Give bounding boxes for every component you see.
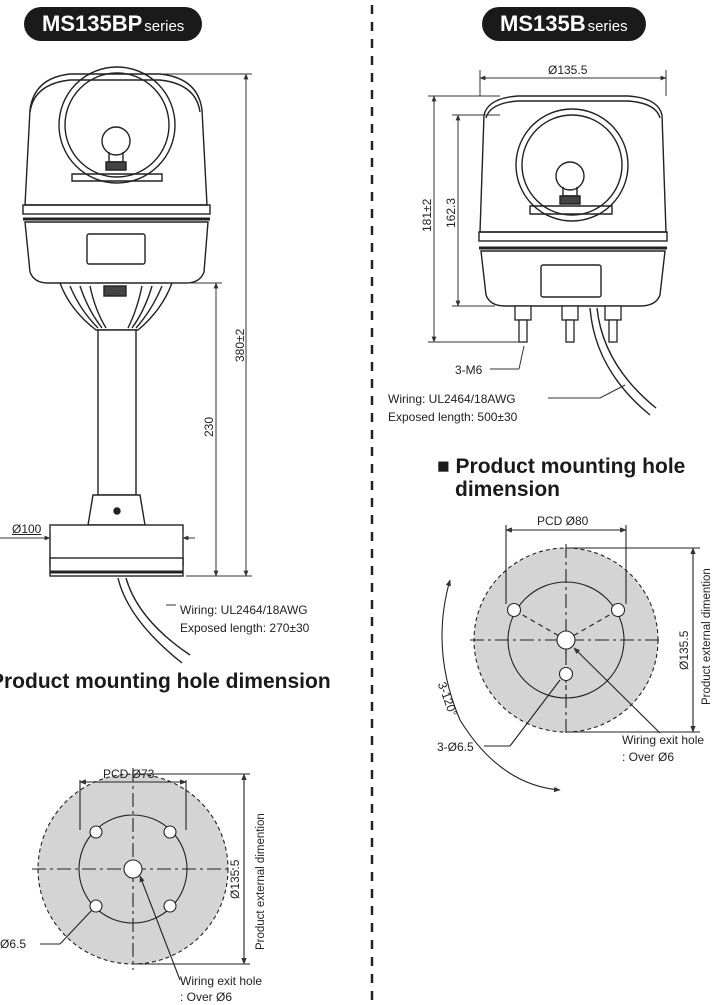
ms135b-mount-heading-1: ■ Product mounting hole xyxy=(437,455,686,478)
ms135bp-dimension-lines xyxy=(0,73,252,606)
ms135b-mount-heading-2: dimension xyxy=(455,478,561,501)
ms135b-width-dimension: Ø135.5 xyxy=(548,63,588,77)
ms135bp-height-dimension: 380±2 xyxy=(233,328,247,362)
ms135bp-outer-diameter: Ø135.5 xyxy=(228,859,242,899)
ms135b-pcd-label: PCD Ø80 xyxy=(537,514,589,528)
ms135bp-model-label: MS135BP xyxy=(42,11,143,36)
ms135bp-exit-hole-label: Wiring exit hole xyxy=(180,974,263,988)
ms135b-hole-size: 3-Ø6.5 xyxy=(437,740,474,754)
ms135b-lamp-drawing xyxy=(478,95,668,416)
ms135bp-lamp-drawing xyxy=(22,66,211,664)
ms135bp-outer-note: Product external dimention xyxy=(255,813,267,950)
ms135bp-wiring-spec: Wiring: UL2464/18AWG xyxy=(180,603,308,617)
ms135bp-exit-hole-size: : Over Ø6 xyxy=(180,990,233,1004)
ms135b-series-suffix: series xyxy=(587,18,628,35)
ms135b-exit-hole-label: Wiring exit hole xyxy=(622,733,705,747)
ms135b-exit-hole-size: : Over Ø6 xyxy=(622,750,675,764)
ms135bp-base-diameter: Ø100 xyxy=(12,522,42,536)
ms135bp-hole-size: -Ø6.5 xyxy=(0,937,27,951)
ms135b-height-dimension: 181±2 xyxy=(420,198,434,232)
ms135b-outer-note: Product external dimention xyxy=(701,568,713,705)
ms135bp-mount-heading: Product mounting hole dimension xyxy=(0,670,331,693)
ms135b-dimension-lines xyxy=(428,70,667,399)
ms135b-outer-diameter: Ø135.5 xyxy=(677,630,691,670)
ms135b-wiring-spec: Wiring: UL2464/18AWG xyxy=(388,392,516,406)
ms135b-screw-label: 3-M6 xyxy=(455,363,483,377)
ms135b-mount-diagram xyxy=(441,525,700,793)
ms135bp-series-suffix: series xyxy=(144,18,185,35)
ms135bp-wiring-length: Exposed length: 270±30 xyxy=(180,621,310,635)
ms135b-wiring-length: Exposed length: 500±30 xyxy=(388,410,518,424)
ms135bp-pcd-label: PCD Ø73 xyxy=(103,767,155,781)
ms135b-model-label: MS135B xyxy=(500,11,586,36)
ms135bp-pole-dimension: 230 xyxy=(202,416,216,437)
ms135bp-mount-diagram xyxy=(32,768,250,981)
ms135b-body-height-dimension: 162.3 xyxy=(444,197,458,228)
